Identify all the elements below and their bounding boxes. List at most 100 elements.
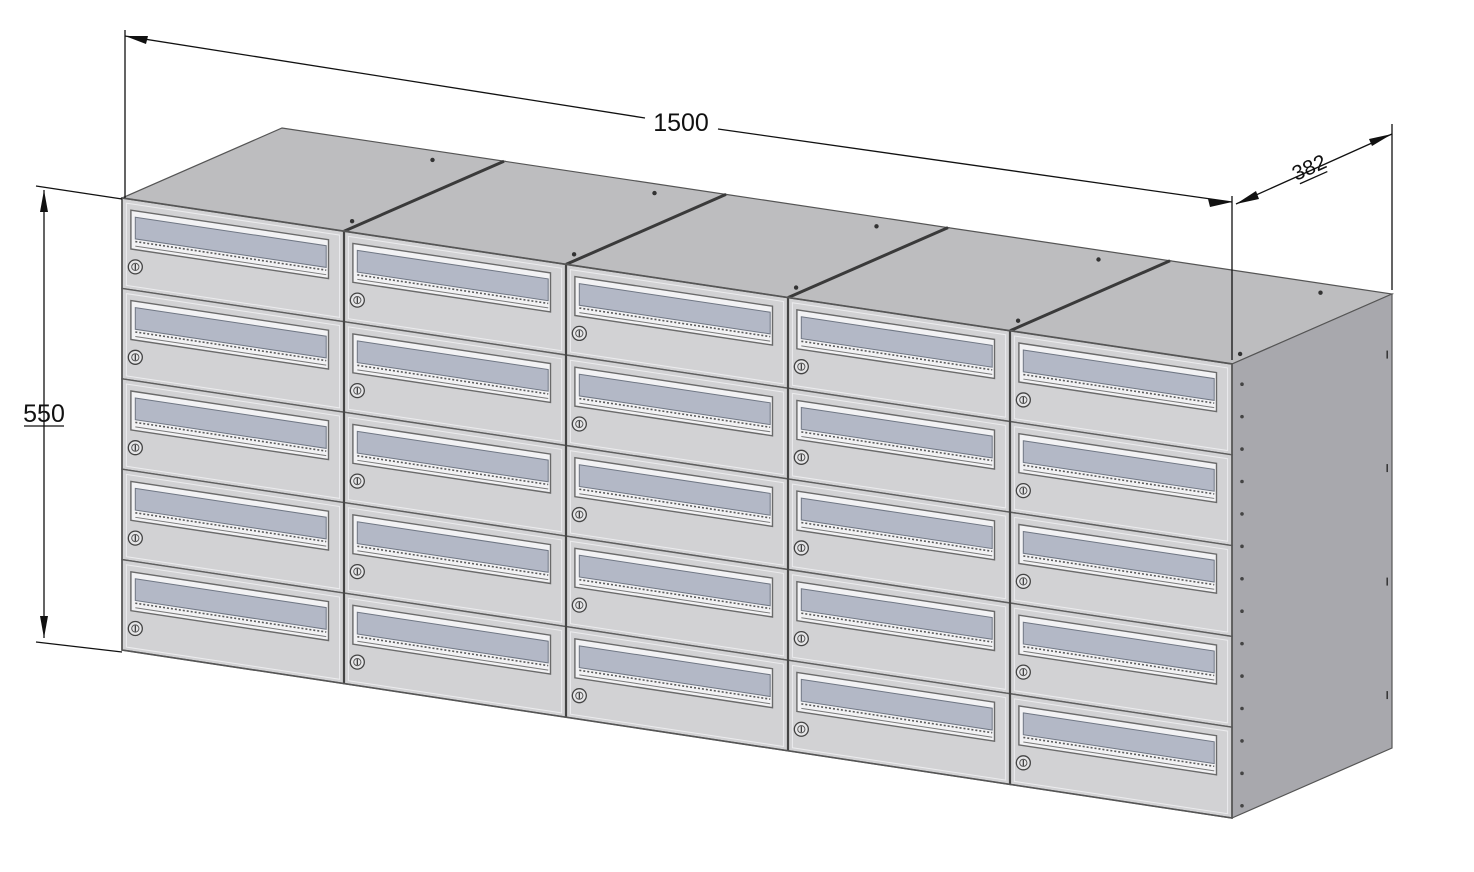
key-lock-icon [349,473,365,489]
door-bevel [347,597,563,714]
slot-edge [135,245,327,276]
mail-slot-face [1022,621,1215,674]
slot-edge [357,369,549,399]
depth-arrow-front [1236,191,1259,204]
mailbox-door [1009,511,1233,638]
side-face [1231,293,1393,819]
slot-lip [1023,736,1215,768]
slot-edge [1023,469,1215,499]
height-arrow-bottom [40,616,48,638]
lock-core [575,691,584,700]
slot-edge [1023,378,1215,409]
mailbox-door [565,444,789,571]
depth-label-underline [1299,170,1328,185]
mail-slot-face [1022,712,1215,765]
mail-slot-face [1022,440,1215,492]
mail-slot-face [356,249,549,302]
dimension-annotations: 1500 382 550 [23,30,1393,653]
slot-edge [357,550,549,581]
mail-slot-face [800,497,993,550]
mailbox-door [1009,692,1233,819]
slot-edge [801,345,993,375]
side-rivet [1240,512,1244,516]
slot-edge [579,402,771,433]
slot-edge [135,426,327,457]
key-lock-icon [349,292,365,308]
mail-slot-face [1022,530,1215,583]
slot-lip [135,602,327,633]
slot-lip [357,454,549,486]
side-rivet [1240,544,1244,549]
lock-core [575,510,584,519]
slot-edge [579,674,771,705]
width-dimension-line-a [124,35,646,119]
door-bevel [347,416,563,533]
mailbox-door [565,263,789,390]
door-bevel [347,326,563,442]
slot-lip [135,512,327,543]
lock-core [1019,395,1028,405]
mail-slot-face [1022,349,1215,401]
door-bevel [791,664,1007,781]
lock-core [353,296,362,305]
lock-core [797,453,806,462]
key-lock-icon [127,530,143,546]
door-bevel [1013,698,1229,815]
door-bevel [569,631,785,748]
mail-slot-face [578,464,771,516]
lock-core [797,362,806,371]
side-rivet [1240,641,1244,646]
slot-lip [1023,373,1215,404]
key-lock-icon [1015,573,1031,590]
key-lock-icon [349,382,365,399]
lock-core [575,419,584,429]
mailbox-door [787,659,1011,786]
width-arrow-right [1208,199,1232,207]
width-dimension-label: 1500 [653,109,709,137]
mounting-hole [571,252,577,257]
key-lock-icon [1015,664,1031,680]
side-rivet [1240,447,1244,451]
mail-slot-face [134,578,327,630]
mailbox-door [787,296,1011,423]
depth-arrow-back [1369,134,1392,146]
slot-lip [357,545,549,576]
slot-lip [1023,464,1215,495]
door-bevel [569,359,785,476]
lock-core [353,386,362,395]
mailbox-door [343,501,567,628]
mailbox-door [1009,602,1233,729]
mail-slot-face [356,430,549,483]
slot-edge [801,526,993,557]
side-rivet [1240,382,1244,387]
side-rivet [1240,771,1244,776]
door-bevel [125,473,341,590]
mounting-hole [874,224,879,229]
slot-edge [1023,560,1215,590]
door-bevel [125,202,341,318]
height-extension-bottom [35,641,123,653]
side-rivet [1240,803,1244,808]
slot-edge [357,640,549,671]
mail-slot-face [578,554,771,607]
key-lock-icon [571,325,587,342]
key-lock-icon [127,620,143,637]
top-seam [343,159,505,233]
key-lock-icon [127,440,143,456]
lock-core [131,624,140,633]
door-bevel [1013,607,1229,724]
mail-slot-face [800,316,993,368]
slot-edge [801,617,993,648]
lock-core [797,725,806,734]
mail-slot-face [578,283,771,335]
key-lock-icon [1015,483,1031,499]
key-lock-icon [349,654,365,670]
mounting-hole [1318,290,1323,295]
width-arrow-left [125,36,148,44]
slot-edge [579,583,771,614]
slot-lip [579,488,771,519]
slot-lip [579,578,771,610]
side-rivet [1240,706,1244,711]
mailbox-door [121,558,345,685]
